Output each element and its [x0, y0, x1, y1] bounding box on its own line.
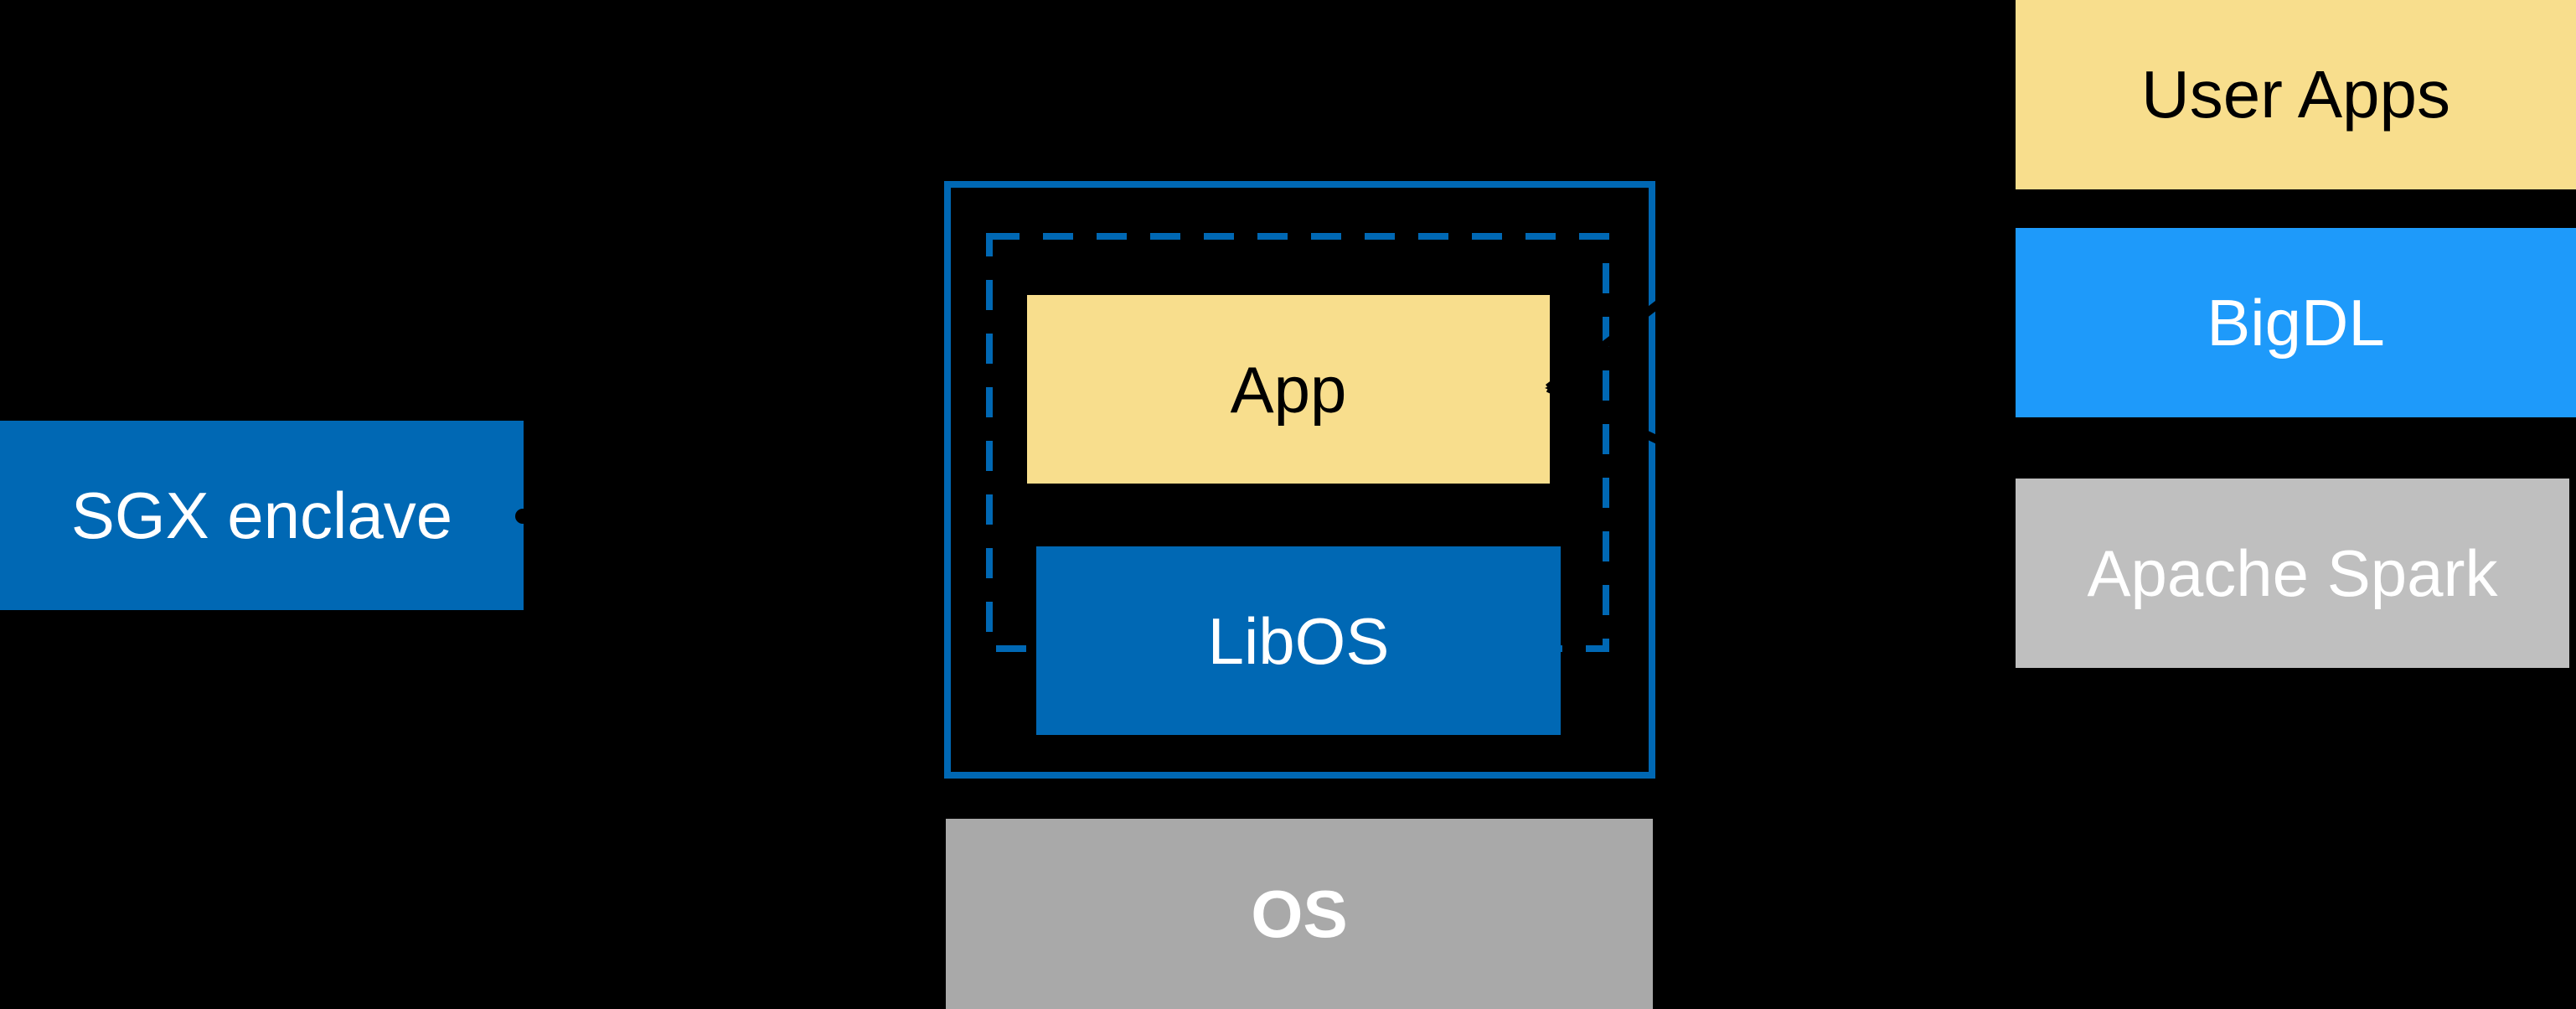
apache-spark-label: Apache Spark	[2087, 536, 2498, 610]
os-box: OS	[946, 819, 1653, 1009]
app-box: App	[1027, 295, 1550, 484]
libos-label: LibOS	[1207, 603, 1390, 678]
bigdl-box: BigDL	[2016, 228, 2576, 417]
apache-spark-box: Apache Spark	[2016, 479, 2569, 668]
bigdl-label: BigDL	[2207, 286, 2385, 360]
user-apps-label: User Apps	[2140, 57, 2451, 132]
sgx-enclave-label-box: SGX enclave	[0, 421, 524, 610]
os-label: OS	[1251, 876, 1348, 951]
user-apps-box: User Apps	[2016, 0, 2576, 189]
libos-box: LibOS	[1036, 546, 1561, 735]
sgx-enclave-label: SGX enclave	[70, 479, 453, 552]
app-label: App	[1230, 352, 1347, 427]
